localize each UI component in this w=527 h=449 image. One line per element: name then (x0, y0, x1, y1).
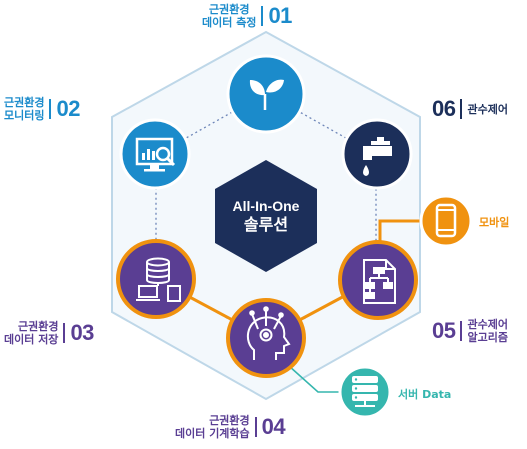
label-02-line1: 근권환경 (4, 96, 45, 109)
center-title-line1: All-In-One (232, 198, 300, 214)
label-01-number: 01 (268, 3, 292, 28)
mobile-label: 모바일 (479, 216, 510, 229)
label-06-divider (460, 99, 463, 119)
node-04 (226, 298, 306, 378)
label-02: 근권환경 모니터링 02 (4, 96, 80, 122)
label-03-divider (63, 323, 66, 343)
server-arrow (288, 365, 340, 393)
label-05: 05 관수제어 알고리즘 (432, 318, 508, 344)
flowchart-document-icon (363, 259, 396, 304)
node-02 (119, 118, 191, 190)
database-server-icon (136, 257, 181, 302)
center-title-line2: 솔루션 (243, 215, 289, 234)
server-stack-icon (352, 376, 378, 407)
label-02-line2: 모니터링 (4, 109, 45, 122)
sprout-icon (249, 79, 284, 110)
label-06: 06 관수제어 (432, 96, 508, 122)
label-05-number: 05 (432, 318, 456, 343)
monitor-chart-icon (135, 137, 176, 172)
label-05-line2: 알고리즘 (467, 331, 508, 344)
node-05 (338, 240, 418, 320)
server-node (338, 365, 392, 419)
server-label: 서버 Data (398, 388, 452, 401)
label-01: 근권환경 데이터 측정 01 (202, 3, 292, 29)
label-04: 근권환경 데이터 기계학습 04 (175, 414, 286, 440)
label-02-number: 02 (56, 96, 80, 121)
node-03 (116, 239, 196, 319)
smartphone-icon (435, 203, 457, 238)
label-06-number: 06 (432, 96, 456, 121)
label-02-divider (49, 99, 52, 119)
label-01-line1: 근권환경 (208, 3, 250, 16)
node-01 (226, 54, 306, 134)
label-05-divider (460, 321, 463, 341)
mobile-node (419, 194, 473, 248)
center-title: All-In-One 솔루션 (215, 198, 317, 235)
label-04-line2: 데이터 기계학습 (175, 427, 250, 440)
label-03-line2: 데이터 저장 (4, 333, 59, 346)
label-03: 근권환경 데이터 저장 03 (4, 320, 94, 346)
label-04-divider (254, 417, 257, 437)
node-06 (341, 118, 413, 190)
label-03-line1: 근권환경 (17, 320, 59, 333)
faucet-icon (363, 137, 392, 176)
label-05-line1: 관수제어 (467, 318, 508, 331)
label-03-number: 03 (70, 320, 94, 345)
label-06-line1: 관수제어 (467, 102, 508, 116)
label-04-number: 04 (261, 414, 286, 439)
label-04-line1: 근권환경 (209, 414, 250, 427)
label-01-divider (261, 6, 264, 26)
head-gear-icon (246, 306, 291, 360)
label-01-line2: 데이터 측정 (202, 16, 257, 29)
center-hexagon (215, 160, 317, 272)
